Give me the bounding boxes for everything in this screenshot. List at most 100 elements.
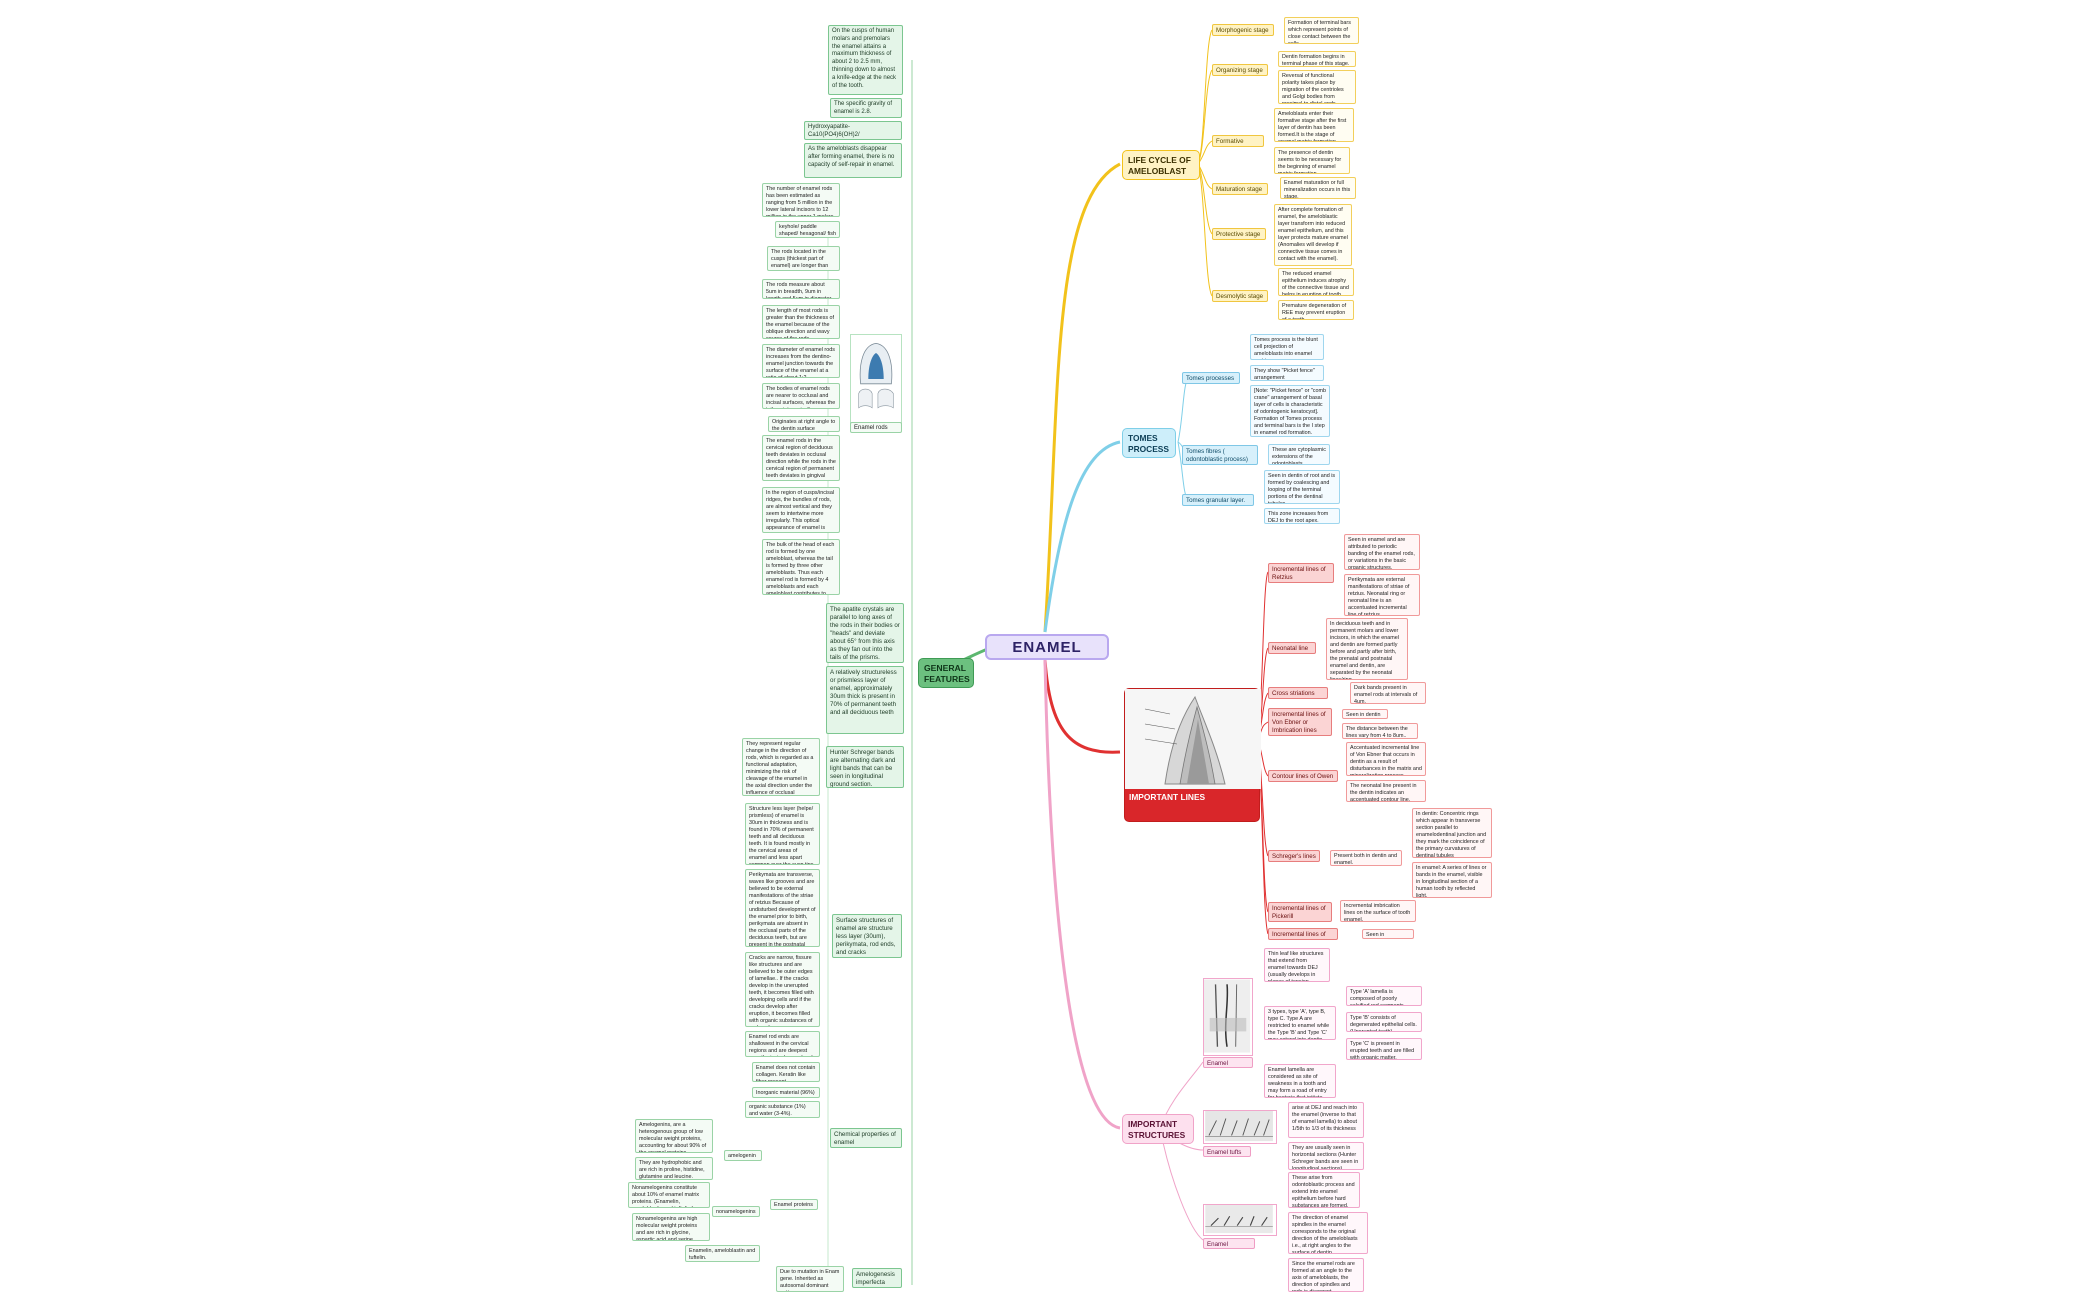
rods-note-9[interactable]: The enamel rods in the cervical region o…: [762, 435, 840, 481]
rods-note-6[interactable]: The diameter of enamel rods increases fr…: [762, 344, 840, 378]
stage-desmolytic[interactable]: Desmolytic stage: [1212, 290, 1268, 302]
chem-note-inorganic[interactable]: Inorganic material (96%): [752, 1087, 820, 1098]
general-note-specific-gravity[interactable]: The specific gravity of enamel is 2.8.: [830, 98, 902, 118]
line-salter[interactable]: Incremental lines of Salter: [1268, 928, 1338, 940]
line-cross-striations[interactable]: Cross striations: [1268, 687, 1328, 699]
general-note-self-repair[interactable]: As the ameloblasts disappear after formi…: [804, 143, 902, 178]
line-owen[interactable]: Contour lines of Owen: [1268, 770, 1338, 782]
enamel-proteins[interactable]: Enamel proteins: [770, 1199, 818, 1210]
rods-note-3[interactable]: The rods located in the cusps (thickest …: [767, 246, 840, 271]
surface-note-cracks[interactable]: Cracks are narrow, fissure like structur…: [745, 952, 820, 1027]
stage-formative-note-1[interactable]: Ameloblasts enter their formative stage …: [1274, 108, 1354, 142]
line-retzius-note-2[interactable]: Perikymata are external manifestations o…: [1344, 574, 1420, 616]
amelogenesis-imperfecta[interactable]: Amelogenesis imperfecta: [852, 1268, 902, 1288]
line-schreger-enamel[interactable]: In enamel: A series of lines or bands in…: [1412, 862, 1492, 898]
tomes-granular-note-1[interactable]: Seen in dentin of root and is formed by …: [1264, 470, 1340, 504]
enamel-lamella[interactable]: Enamel lamella: [1203, 1057, 1253, 1068]
stage-morphogenic-note[interactable]: Formation of terminal bars which represe…: [1284, 17, 1359, 44]
nonamelogenin-note-2[interactable]: Nonamelogenins are high molecular weight…: [632, 1213, 710, 1241]
lamella-note-2[interactable]: 3 types, type 'A', type B, type C. Type …: [1264, 1006, 1336, 1040]
hub-important-lines[interactable]: IMPORTANT LINES: [1124, 688, 1260, 822]
tomes-granular-layer[interactable]: Tomes granular layer.: [1182, 494, 1254, 506]
hunter-schreger-bands[interactable]: Hunter Schreger bands are alternating da…: [826, 746, 904, 788]
line-retzius[interactable]: Incremental lines of Retzius: [1268, 563, 1334, 583]
rods-note-7[interactable]: The bodies of enamel rods are nearer to …: [762, 383, 840, 409]
center-topic[interactable]: ENAMEL: [985, 634, 1109, 660]
line-retzius-note-1[interactable]: Seen in enamel and are attributed to per…: [1344, 534, 1420, 570]
surface-note-prismless[interactable]: Structure less layer (helpe/ prismless) …: [745, 803, 820, 865]
enamel-spindles[interactable]: Enamel spindles: [1203, 1238, 1255, 1249]
tomes-fibres[interactable]: Tomes fibres ( odontoblastic process): [1182, 445, 1258, 465]
chem-note-organic[interactable]: organic substance (1%) and water (3-4%).: [745, 1101, 820, 1118]
rods-note-1[interactable]: The number of enamel rods has been estim…: [762, 183, 840, 217]
line-von-ebner-note-1[interactable]: Seen in dentin: [1342, 709, 1388, 719]
surface-note-rod-ends[interactable]: Enamel rod ends are shallowest in the ce…: [745, 1031, 820, 1057]
general-note-prismless-layer[interactable]: A relatively structureless or prismless …: [826, 666, 904, 734]
line-von-ebner[interactable]: Incremental lines of Von Ebner or Imbric…: [1268, 708, 1332, 736]
stage-formative[interactable]: Formative stage: [1212, 135, 1264, 147]
spindles-note-2[interactable]: The direction of enamel spindles in the …: [1288, 1212, 1368, 1254]
stage-morphogenic[interactable]: Morphogenic stage: [1212, 24, 1274, 36]
line-von-ebner-note-2[interactable]: The distance between the lines vary from…: [1342, 723, 1418, 739]
hub-important-structures[interactable]: IMPORTANT STRUCTURES: [1122, 1114, 1194, 1144]
tomes-granular-note-2[interactable]: This zone increases from DEJ to the root…: [1264, 508, 1340, 524]
surface-structures[interactable]: Surface structures of enamel are structu…: [832, 914, 902, 958]
lamella-type-a[interactable]: Type 'A' lamella is composed of poorly c…: [1346, 986, 1422, 1006]
amelogenin-note-1[interactable]: Amelogenins, are a heterogenous group of…: [635, 1119, 713, 1153]
amelogenin-note-2[interactable]: They are hydrophobic and are rich in pro…: [635, 1157, 713, 1180]
chem-note-collagen[interactable]: Enamel does not contain collagen. Kerati…: [752, 1062, 820, 1082]
stage-organizing[interactable]: Organizing stage: [1212, 64, 1268, 76]
stage-formative-note-2[interactable]: The presence of dentin seems to be neces…: [1274, 147, 1350, 174]
general-note-thickness[interactable]: On the cusps of human molars and premola…: [828, 25, 903, 95]
line-pickerill[interactable]: Incremental lines of Pickerill: [1268, 902, 1332, 922]
enamel-tufts[interactable]: Enamel tufts: [1203, 1146, 1251, 1157]
line-schreger[interactable]: Schreger's lines: [1268, 850, 1320, 862]
stage-protective-note[interactable]: After complete formation of enamel, the …: [1274, 204, 1352, 266]
chemical-properties[interactable]: Chemical properties of enamel: [830, 1128, 902, 1148]
tomes-processes-note-3[interactable]: [Note: "Picket fence" or "comb crane" ar…: [1250, 385, 1330, 437]
nonamelogenin-note-3[interactable]: Enamelin, ameloblastin and tuftelin.: [685, 1245, 760, 1262]
hub-life-cycle[interactable]: LIFE CYCLE OF AMELOBLAST: [1122, 150, 1200, 180]
line-pickerill-note[interactable]: Incremental imbrication lines on the sur…: [1340, 900, 1416, 922]
line-neonatal-note[interactable]: In deciduous teeth and in permanent mola…: [1326, 618, 1408, 680]
rods-note-4[interactable]: The rods measure about 5um in breadth, 9…: [762, 279, 840, 299]
line-neonatal[interactable]: Neonatal line: [1268, 642, 1316, 654]
general-note-hydroxyapatite[interactable]: Hydroxyapatite- Ca10(PO4)6(OH)2/ Ca(PO4)…: [804, 121, 902, 140]
line-schreger-dentin[interactable]: In dentin: Concentric rings which appear…: [1412, 808, 1492, 858]
lamella-note-1[interactable]: Thin leaf like structures that extend fr…: [1264, 948, 1330, 982]
stage-organizing-note-2[interactable]: Reversal of functional polarity takes pl…: [1278, 70, 1356, 104]
tomes-fibres-note[interactable]: These are cytoplasmic extensions of the …: [1268, 444, 1330, 465]
rods-note-11[interactable]: The bulk of the head of each rod is form…: [762, 539, 840, 595]
rods-note-2[interactable]: keyhole/ paddle shaped/ hexagonal/ fish …: [775, 221, 840, 238]
hub-tomes-process[interactable]: TOMES PROCESS: [1122, 428, 1176, 458]
stage-desmolytic-note-1[interactable]: The reduced enamel epithelium induces at…: [1278, 268, 1354, 296]
line-owen-note-1[interactable]: Accentuated incremental line of Von Ebne…: [1346, 742, 1426, 776]
surface-note-perikymata[interactable]: Perikymata are transverse, waves like gr…: [745, 869, 820, 947]
spindles-note-1[interactable]: These arise from odontoblastic process a…: [1288, 1172, 1360, 1208]
tufts-note-2[interactable]: They are usually seen in horizontal sect…: [1288, 1142, 1364, 1170]
spindles-note-3[interactable]: Since the enamel rods are formed at an a…: [1288, 1258, 1364, 1292]
lamella-type-b[interactable]: Type 'B' consists of degenerated epithel…: [1346, 1012, 1422, 1032]
stage-protective[interactable]: Protective stage: [1212, 228, 1266, 240]
general-note-apatite-crystals[interactable]: The apatite crystals are parallel to lon…: [826, 603, 904, 663]
rods-note-5[interactable]: The length of most rods is greater than …: [762, 305, 840, 339]
tomes-processes-note-2[interactable]: They show "Picket fence" arrangement: [1250, 365, 1324, 381]
nonamelogenins-label[interactable]: nonamelogenins: [712, 1206, 760, 1217]
stage-maturation[interactable]: Maturation stage: [1212, 183, 1268, 195]
imperfecta-note[interactable]: Due to mutation in Enam gene. Inherited …: [776, 1266, 844, 1292]
stage-organizing-note-1[interactable]: Dentin formation begins in terminal phas…: [1278, 51, 1356, 67]
enamel-rods-label[interactable]: Enamel rods: [850, 422, 902, 433]
hub-general-features[interactable]: GENERAL FEATURES: [918, 658, 974, 688]
line-salter-note[interactable]: Seen in cementum: [1362, 929, 1414, 939]
lamella-type-c[interactable]: Type 'C' is present in erupted teeth and…: [1346, 1038, 1422, 1060]
tomes-processes[interactable]: Tomes processes: [1182, 372, 1240, 384]
line-schreger-note[interactable]: Present both in dentin and enamel.: [1330, 850, 1402, 866]
lamella-note-3[interactable]: Enamel lamella are considered as site of…: [1264, 1064, 1336, 1098]
line-cross-note[interactable]: Dark bands present in enamel rods at int…: [1350, 682, 1426, 704]
line-owen-note-2[interactable]: The neonatal line present in the dentin …: [1346, 780, 1426, 802]
rods-note-10[interactable]: In the region of cusps/incisal ridges, t…: [762, 487, 840, 533]
tufts-note-1[interactable]: arise at DEJ and reach into the enamel (…: [1288, 1102, 1364, 1138]
stage-desmolytic-note-2[interactable]: Premature degeneration of REE may preven…: [1278, 300, 1354, 320]
rods-note-8[interactable]: Originates at right angle to the dentin …: [768, 416, 840, 432]
nonamelogenin-note-1[interactable]: Nonamelogenins constitute about 10% of e…: [628, 1182, 710, 1208]
